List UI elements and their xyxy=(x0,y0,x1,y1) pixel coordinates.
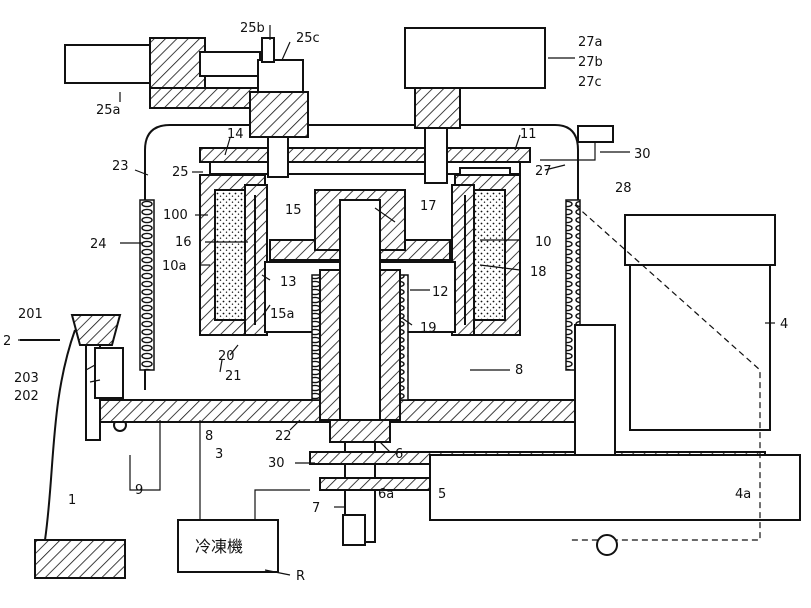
label-201: 201 xyxy=(18,307,43,322)
label-18: 18 xyxy=(530,265,547,280)
label-1: 1 xyxy=(68,493,76,508)
label-27c: 27c xyxy=(578,75,602,90)
label-27: 27 xyxy=(535,164,552,179)
label-22: 22 xyxy=(275,429,292,444)
top-sensor xyxy=(577,125,614,143)
label-25: 25 xyxy=(172,165,189,180)
label-5: 5 xyxy=(438,487,446,502)
label-15a: 15a xyxy=(270,307,295,322)
label-30-top: 30 xyxy=(634,147,651,162)
label-20: 20 xyxy=(218,349,235,364)
label-21: 21 xyxy=(225,369,242,384)
label-12: 12 xyxy=(432,285,449,300)
label-25a: 25a xyxy=(96,103,121,118)
label-28: 28 xyxy=(615,181,632,196)
label-11: 11 xyxy=(520,127,537,142)
floor-base xyxy=(34,329,126,579)
label-25b: 25b xyxy=(240,21,265,36)
label-R: R xyxy=(296,569,305,584)
refrigerator-box xyxy=(177,519,279,573)
label-17: 17 xyxy=(420,199,437,214)
top-cylinder xyxy=(64,37,301,109)
label-203: 203 xyxy=(14,371,39,386)
label-2: 2 xyxy=(3,334,11,349)
label-202: 202 xyxy=(14,389,39,404)
label-15: 15 xyxy=(285,203,302,218)
lid xyxy=(199,147,531,163)
leader-lines xyxy=(18,25,775,576)
refrigerator-label: 冷凍機 xyxy=(195,537,243,556)
belt-drive xyxy=(309,451,801,521)
label-30-bottom: 30 xyxy=(268,456,285,471)
label-14: 14 xyxy=(227,127,244,142)
left-insulation-coil xyxy=(139,199,155,371)
shaft-assembly xyxy=(311,199,409,546)
label-3: 3 xyxy=(215,447,223,462)
label-6a: 6a xyxy=(378,487,394,502)
label-25c: 25c xyxy=(296,31,320,46)
label-13: 13 xyxy=(280,275,297,290)
label-6: 6 xyxy=(395,447,403,462)
label-7: 7 xyxy=(312,501,320,516)
label-8-right: 8 xyxy=(515,363,523,378)
label-10: 10 xyxy=(535,235,552,250)
label-9: 9 xyxy=(135,483,143,498)
label-4a: 4a xyxy=(735,487,751,502)
label-100: 100 xyxy=(163,208,188,223)
label-19: 19 xyxy=(420,321,437,336)
label-23: 23 xyxy=(112,159,129,174)
label-4: 4 xyxy=(780,317,788,332)
label-27b: 27b xyxy=(578,55,603,70)
label-16: 16 xyxy=(175,235,192,250)
label-8-left: 8 xyxy=(205,429,213,444)
housing xyxy=(144,124,579,390)
right-motor xyxy=(570,204,776,556)
valve-assembly xyxy=(249,37,309,178)
pedal-mechanism xyxy=(20,314,127,441)
label-24: 24 xyxy=(90,237,107,252)
label-27a: 27a xyxy=(578,35,603,50)
label-10a: 10a xyxy=(162,259,187,274)
